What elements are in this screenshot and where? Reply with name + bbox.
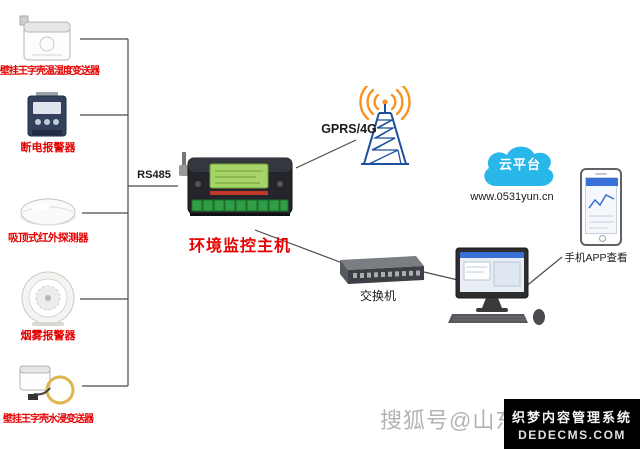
gprs-label: GPRS/4G [321, 122, 377, 136]
antenna-tower [348, 86, 422, 168]
phone-screen [585, 177, 618, 234]
sensor-label-temp-humidity: 壁挂王字壳温湿度变送器 [0, 66, 100, 77]
network-switch-icon [340, 256, 424, 284]
water-leak-sensor-icon [19, 365, 75, 405]
footer-line1: 织梦内容管理系统 [511, 409, 632, 425]
smoke-alarm [20, 270, 76, 328]
ceiling-infrared-detector-icon [20, 198, 76, 226]
power-failure-alarm [22, 90, 72, 140]
footer-line2: DEDECMS.COM [518, 427, 626, 442]
cloud-label: 云平台 [498, 157, 541, 172]
watermark-text: 搜狐号@山东 [380, 408, 519, 433]
desktop-computer-icon [448, 247, 545, 325]
phone-app-label: 手机APP查看 [564, 252, 628, 264]
power-failure-alarm-icon [27, 92, 67, 137]
water-leak-sensor [16, 360, 78, 412]
smoke-alarm-icon [21, 271, 75, 326]
sensor-label-smoke: 烟雾报警器 [20, 330, 76, 342]
bus-label-rs485: RS485 [137, 169, 171, 181]
phone-chart-icon [586, 178, 618, 229]
cloud-url: www.0531yun.cn [470, 191, 554, 203]
cloud-icon [484, 146, 554, 186]
sensor-label-water-leak: 壁挂王字壳水浸变送器 [3, 414, 94, 425]
switch-label: 交换机 [359, 289, 396, 303]
antenna-tower-icon [359, 86, 411, 165]
phone-home-button [598, 235, 606, 242]
phone-speaker [595, 172, 607, 175]
sensor-label-power-alarm: 断电报警器 [20, 142, 76, 154]
desktop-computer [446, 246, 550, 326]
temp-humidity-sensor-icon [19, 15, 71, 61]
temp-humidity-sensor [18, 14, 76, 64]
footer-credit: 织梦内容管理系统 DEDECMS.COM [504, 399, 640, 449]
monitoring-host [176, 138, 302, 234]
ceiling-infrared-detector [18, 196, 78, 230]
monitoring-host-icon [179, 152, 293, 216]
network-switch [330, 254, 426, 288]
cloud-platform [478, 144, 562, 192]
sensor-label-infrared: 吸顶式红外探测器 [8, 232, 89, 244]
host-label: 环境监控主机 [188, 238, 291, 255]
smartphone [580, 168, 622, 246]
